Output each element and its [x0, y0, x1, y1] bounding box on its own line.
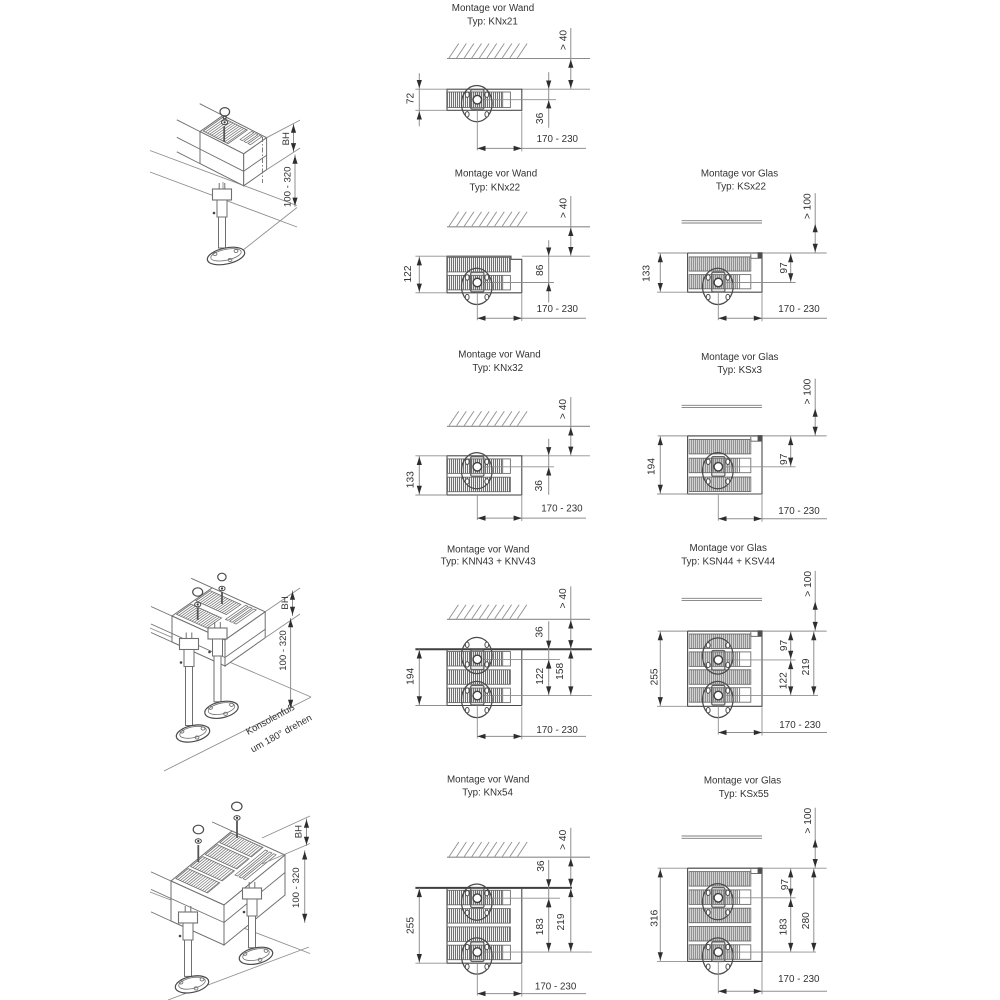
svg-text:122: 122: [535, 667, 546, 684]
svg-text:Montage vor Wand: Montage vor Wand: [458, 350, 540, 361]
svg-text:Montage vor Wand: Montage vor Wand: [455, 169, 537, 180]
svg-text:255: 255: [406, 917, 417, 934]
svg-text:36: 36: [535, 112, 546, 124]
svg-text:Montage vor Wand: Montage vor Wand: [452, 3, 534, 14]
svg-text:BH: BH: [280, 596, 291, 609]
svg-text:133: 133: [641, 265, 652, 282]
svg-text:158: 158: [555, 662, 566, 679]
svg-text:BH: BH: [281, 132, 292, 145]
svg-text:170 - 230: 170 - 230: [779, 720, 821, 731]
svg-text:Typ: KNx21: Typ: KNx21: [467, 17, 518, 28]
svg-text:> 100: > 100: [802, 378, 813, 404]
svg-text:280: 280: [801, 912, 812, 929]
svg-text:170 - 230: 170 - 230: [778, 974, 820, 985]
svg-text:100 - 320: 100 - 320: [291, 867, 302, 908]
svg-text:170 - 230: 170 - 230: [537, 134, 579, 145]
svg-text:36: 36: [534, 626, 545, 638]
svg-text:Typ: KNN43 + KNV43: Typ: KNN43 + KNV43: [441, 557, 537, 568]
svg-text:Montage vor Glas: Montage vor Glas: [704, 776, 781, 787]
svg-text:219: 219: [801, 658, 812, 675]
svg-text:> 40: > 40: [558, 588, 569, 608]
svg-text:170 - 230: 170 - 230: [535, 981, 577, 992]
svg-text:170 - 230: 170 - 230: [537, 304, 579, 315]
svg-text:Typ: KSx55: Typ: KSx55: [719, 789, 770, 800]
svg-text:122: 122: [779, 672, 790, 689]
svg-text:> 40: > 40: [558, 30, 569, 50]
svg-text:36: 36: [536, 860, 547, 872]
svg-text:Montage vor Wand: Montage vor Wand: [447, 545, 529, 556]
svg-text:170 - 230: 170 - 230: [541, 504, 583, 515]
svg-text:BH: BH: [294, 825, 305, 838]
svg-text:86: 86: [535, 264, 546, 276]
svg-text:133: 133: [406, 471, 417, 488]
svg-text:Montage vor Wand: Montage vor Wand: [447, 775, 529, 786]
svg-text:> 100: > 100: [802, 193, 813, 219]
svg-text:194: 194: [406, 667, 417, 684]
svg-text:Montage vor Glas: Montage vor Glas: [701, 169, 778, 180]
svg-text:> 100: > 100: [803, 571, 814, 597]
svg-text:> 40: > 40: [558, 198, 569, 218]
svg-text:72: 72: [405, 93, 416, 105]
svg-text:97: 97: [780, 879, 791, 891]
svg-text:Typ: KSN44 + KSV44: Typ: KSN44 + KSV44: [681, 557, 775, 568]
svg-text:183: 183: [779, 918, 790, 935]
svg-text:Montage vor Glas: Montage vor Glas: [690, 543, 767, 554]
svg-text:> 100: > 100: [803, 807, 814, 833]
svg-text:> 40: > 40: [558, 399, 569, 419]
svg-text:Typ: KSx22: Typ: KSx22: [716, 182, 766, 193]
svg-text:97: 97: [779, 453, 790, 465]
svg-text:170 - 230: 170 - 230: [778, 304, 820, 315]
svg-text:170 - 230: 170 - 230: [778, 506, 820, 517]
svg-text:36: 36: [534, 480, 545, 492]
svg-text:Typ: KSx3: Typ: KSx3: [717, 365, 762, 376]
svg-text:194: 194: [646, 458, 657, 475]
svg-text:Typ: KNx22: Typ: KNx22: [469, 183, 520, 194]
svg-text:316: 316: [649, 909, 660, 926]
svg-text:Montage vor Glas: Montage vor Glas: [701, 352, 778, 363]
svg-text:100 - 320: 100 - 320: [282, 167, 293, 208]
svg-text:183: 183: [535, 918, 546, 935]
svg-text:170 - 230: 170 - 230: [536, 725, 578, 736]
svg-text:122: 122: [403, 265, 414, 282]
svg-text:219: 219: [556, 913, 567, 930]
svg-text:Typ: KNx54: Typ: KNx54: [462, 788, 513, 799]
svg-text:> 40: > 40: [558, 829, 569, 849]
svg-text:97: 97: [779, 262, 790, 274]
svg-text:100 - 320: 100 - 320: [278, 630, 289, 671]
svg-text:Typ: KNx32: Typ: KNx32: [472, 363, 523, 374]
svg-text:97: 97: [779, 640, 790, 652]
svg-text:255: 255: [649, 668, 660, 685]
